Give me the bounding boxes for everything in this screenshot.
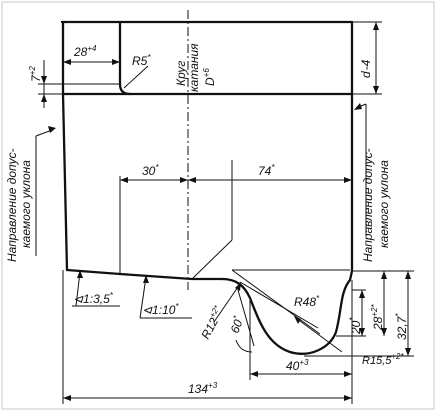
wheel-outline: [60, 20, 354, 355]
svg-text:катания: катания: [187, 43, 201, 92]
slope-1-3-5: ⊲1:3,5*: [72, 270, 120, 307]
slope-1-10: ⊲1:10*: [139, 275, 192, 319]
svg-text:40+3: 40+3: [286, 358, 309, 373]
svg-text:R15,5+2*: R15,5+2*: [362, 352, 404, 367]
svg-text:D+6: D+6: [202, 68, 217, 86]
svg-text:74*: 74*: [258, 163, 275, 178]
svg-text:32,7*: 32,7*: [394, 313, 409, 340]
svg-text:R5*: R5*: [132, 53, 151, 68]
rod-label: Круг катания D+6: [174, 43, 217, 92]
svg-text:28+2*: 28+2*: [370, 304, 385, 331]
dim-134: 134+3: [62, 270, 353, 404]
dim-d: d-4: [352, 21, 382, 95]
svg-text:R48*: R48*: [294, 294, 320, 309]
svg-text:⊲1:10*: ⊲1:10*: [142, 302, 179, 317]
svg-text:каемого уклона: каемого уклона: [377, 160, 391, 248]
dim-40: 40+3: [249, 280, 353, 380]
svg-text:20*: 20*: [348, 317, 363, 335]
draft-direction-right: Направление допус- каемого уклона: [354, 103, 391, 262]
rod-leader-line-2: [191, 239, 233, 280]
draft-direction-left: Направление допус- каемого уклона: [5, 126, 56, 262]
dim-28: 28+4: [63, 44, 120, 65]
svg-text:каемого уклона: каемого уклона: [19, 160, 33, 248]
svg-text:60*: 60*: [227, 314, 247, 335]
dim-r48: R48*: [231, 269, 350, 335]
svg-text:⊲1:3,5*: ⊲1:3,5*: [73, 291, 114, 306]
svg-text:28+4: 28+4: [73, 44, 97, 59]
dim-30: 30*: [119, 163, 188, 274]
dim-74: 74*: [188, 163, 352, 183]
dim-32-7: 32,7*: [304, 270, 414, 357]
dim-28-flange: 28+2*: [352, 270, 390, 336]
dim-60-angle: 60*: [227, 289, 255, 353]
svg-text:Круг: Круг: [174, 61, 188, 86]
svg-text:7+2: 7+2: [28, 66, 43, 82]
svg-text:134+3: 134+3: [188, 381, 218, 396]
svg-text:Направление допус-: Направление допус-: [5, 148, 19, 262]
svg-text:d-4: d-4: [359, 59, 373, 78]
svg-text:30*: 30*: [142, 163, 159, 178]
dim-r5: R5*: [123, 53, 151, 89]
svg-text:Направление допус-: Направление допус-: [361, 148, 375, 262]
dim-7: 7+2: [28, 60, 120, 108]
